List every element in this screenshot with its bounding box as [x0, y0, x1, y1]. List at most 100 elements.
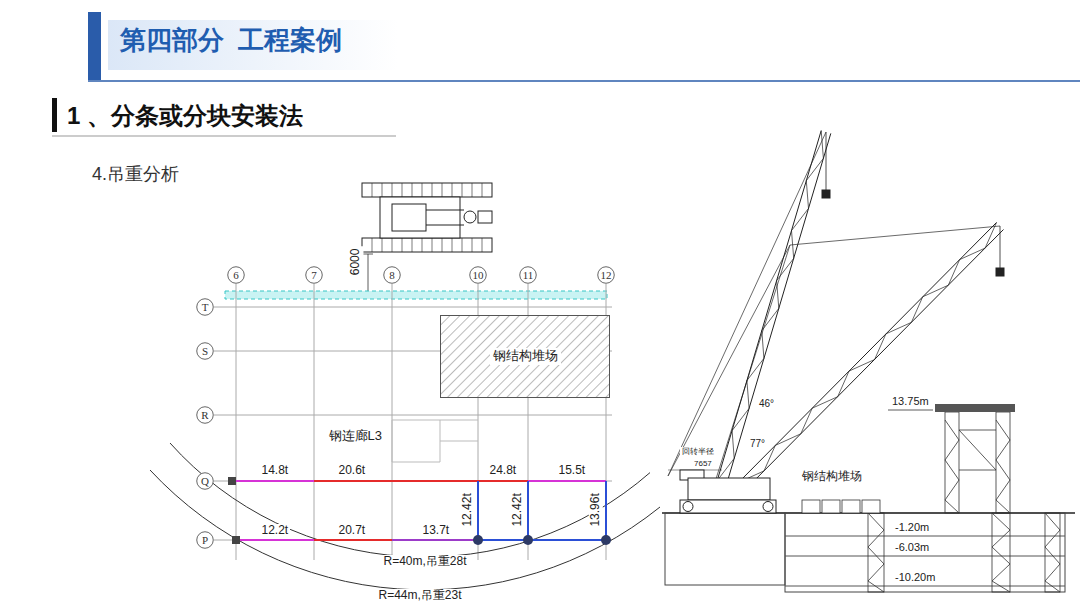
elevation-mark [888, 410, 933, 411]
axis-circle-outline [470, 267, 487, 284]
load-label: 14.8t [260, 464, 291, 478]
header-block [88, 12, 101, 80]
radius-label: R=44m,吊重23t [377, 589, 464, 603]
axis-label: 7 [311, 269, 317, 282]
steel-stack [862, 500, 880, 513]
axis-circle-outline [228, 267, 245, 284]
zone-label: 钢连廊L3 [327, 429, 384, 444]
axis-label: 6 [233, 269, 239, 282]
axis-label: 8 [389, 269, 395, 282]
pendant-lines [668, 132, 1000, 482]
crane-cab [392, 204, 426, 231]
steel-stack [822, 500, 840, 513]
steel-member [392, 539, 478, 541]
load-label: 12.2t [260, 524, 291, 538]
boom-lacing [739, 223, 997, 483]
hoist-rope [826, 132, 1000, 268]
axis-bubble: Q [196, 472, 214, 490]
radius-note: 回转半径 [680, 447, 716, 456]
axis-label: S [202, 345, 208, 358]
elevation-label: 13.75m [890, 395, 931, 408]
header-band [108, 20, 398, 70]
angle-label: 46° [757, 398, 776, 410]
load-label: 13.96t [588, 491, 602, 528]
support-square [228, 477, 236, 485]
axis-bubble: S [196, 342, 214, 360]
load-label: 20.7t [337, 524, 368, 538]
crawler-track [362, 183, 492, 197]
basement [785, 513, 1065, 592]
dimension-line [363, 254, 373, 292]
dimension-label: 7657 [692, 459, 714, 468]
axis-bubble: 6 [227, 266, 245, 284]
axis-bubble: 10 [469, 266, 487, 284]
zone-label: 钢结构堆场 [490, 348, 561, 365]
axis-bubble: 7 [305, 266, 323, 284]
grid-lines [214, 284, 612, 560]
elevation-label: -1.20m [893, 521, 931, 534]
boom-chord [717, 131, 831, 484]
support-dot [473, 535, 483, 545]
steel-stack [842, 500, 860, 513]
hook-block [822, 190, 830, 198]
axis-bubble: P [196, 531, 214, 549]
steel-member [236, 481, 606, 540]
boom-pivot [464, 211, 476, 223]
support-dot [523, 535, 533, 545]
radius-arc [150, 470, 660, 590]
elevation-label: -10.20m [893, 571, 937, 584]
tower-bracing [945, 420, 1010, 513]
steel-stack [802, 500, 820, 513]
dimension-label: 6000 [349, 247, 363, 278]
axis-bubble: 11 [519, 266, 537, 284]
support-dot [601, 535, 611, 545]
track-shoes [372, 183, 482, 252]
axis-label: 11 [523, 269, 534, 282]
load-label: 20.6t [337, 464, 368, 478]
slab [665, 513, 785, 585]
axis-label: 12 [601, 269, 612, 282]
corridor-outline [392, 420, 478, 462]
shoring-bracing [868, 513, 884, 592]
boom-foot [478, 211, 492, 223]
boom-lacing [717, 131, 823, 481]
floor-lines [785, 536, 1065, 586]
yard-ground [440, 315, 610, 398]
axis-label: 10 [473, 269, 484, 282]
crane-body [380, 197, 460, 238]
corridor-band [225, 291, 607, 299]
axis-label: R [201, 409, 208, 422]
axis-label: P [202, 534, 208, 547]
load-label: 24.8t [488, 464, 519, 478]
axis-circle-outline [520, 267, 537, 284]
crane-body [688, 478, 770, 500]
angle-label: 77° [748, 438, 767, 450]
section-heading: 1 、分条或分块安装法 [65, 102, 305, 130]
axis-label: Q [201, 475, 209, 488]
radius-label: R=40m,吊重28t [382, 555, 469, 569]
track-wheel [763, 502, 773, 512]
axis-label: T [202, 301, 209, 314]
crawler-track [362, 238, 492, 252]
hook-block [996, 268, 1004, 276]
subheading: 4.吊重分析 [90, 164, 181, 185]
axis-circle-outline [197, 343, 214, 360]
zone-label: 钢结构堆场 [800, 470, 864, 484]
shoring-tower [1045, 513, 1060, 592]
load-label: 15.5t [557, 464, 588, 478]
axis-bubble: 8 [383, 266, 401, 284]
shoring-tower [868, 513, 884, 592]
axis-bubble: T [196, 298, 214, 316]
steel-member [314, 481, 528, 540]
shoring-bracing [992, 513, 1010, 592]
axis-circle-outline [197, 407, 214, 424]
top-beam [935, 404, 1015, 412]
load-label: 12.42t [460, 491, 474, 528]
shoring-bracing [1045, 513, 1060, 592]
load-label: 12.42t [510, 491, 524, 528]
axis-circle-outline [197, 473, 214, 490]
shoring-tower [992, 513, 1010, 592]
elevation-label: -6.03m [893, 541, 931, 554]
support-square [232, 536, 240, 544]
axis-circle-outline [197, 532, 214, 549]
